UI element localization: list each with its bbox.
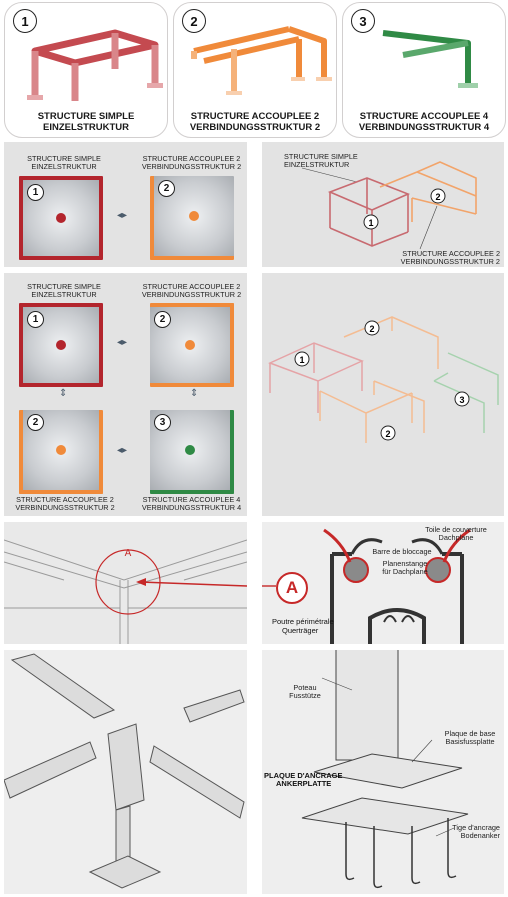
planenstange-sub-label: für Dachplane <box>382 567 428 576</box>
number-badge: 3 <box>154 414 171 431</box>
plan-left-title: STRUCTURE SIMPLE <box>27 154 101 163</box>
toile-label: Toile de couverture <box>425 525 487 534</box>
iso-frames-drawing: 1 2 <box>301 161 477 250</box>
center-dot <box>185 445 195 455</box>
structure-simple-drawing <box>27 29 163 101</box>
iso2-num-3: 3 <box>459 395 464 405</box>
iso-panel-four-structures: 1 2 2 3 <box>262 273 504 516</box>
tige-label: Tige d'ancrage <box>452 823 500 832</box>
callout-letter: A <box>125 548 132 559</box>
iso-four-frames-drawing: 1 2 2 3 <box>268 316 499 443</box>
callout-a-badge: A <box>276 572 308 604</box>
card-structure-accouplee-4: 3 STRUCTURE ACCOUPLEE 4 VERBINDUNGSSTRUK… <box>342 2 506 138</box>
card-subtitle: VERBINDUNGSSTRUKTUR 4 <box>358 122 490 133</box>
plan-br-subtitle: VERBINDUNGSSTRUKTUR 4 <box>141 503 242 512</box>
plan-square-red: 1 <box>19 176 103 260</box>
iso2-num-2b: 2 <box>385 429 390 439</box>
plan-tl-title: STRUCTURE SIMPLE <box>27 282 101 291</box>
exploded-joint-panel <box>4 650 247 894</box>
number-badge: 3 <box>351 9 375 33</box>
plan-square-orange-top: 2 <box>150 303 234 387</box>
card-caption: STRUCTURE ACCOUPLEE 2 VERBINDUNGSSTRUKTU… <box>174 111 336 133</box>
barre-label: Barre de bloccage <box>372 547 432 556</box>
plan-left-subtitle: EINZELSTRUKTUR <box>31 162 97 171</box>
plan-square-red: 1 <box>19 303 103 387</box>
plaque-ancrage-label: PLAQUE D'ANCRAGE <box>264 771 343 780</box>
quertrager-label: Querträger <box>282 626 319 635</box>
number-badge: 2 <box>182 9 206 33</box>
plan-square-orange-bottom: 2 <box>19 410 103 494</box>
plan-br-title: STRUCTURE ACCOUPLEE 4 <box>142 495 241 504</box>
poutre-label: Poutre périmétrale <box>272 617 334 626</box>
double-arrow-icon: ◂▸ <box>117 210 128 221</box>
plan-panel-simple-vs-accouplee: STRUCTURE SIMPLE EINZELSTRUKTUR STRUCTUR… <box>4 142 247 267</box>
plan-bl-title: STRUCTURE ACCOUPLEE 2 <box>16 495 114 504</box>
number-badge: 2 <box>27 414 44 431</box>
roof-junction-panel: A <box>4 522 247 644</box>
card-title: STRUCTURE ACCOUPLEE 2 <box>190 111 320 122</box>
base-plate-drawing <box>301 650 469 889</box>
plan-square-orange: 2 <box>150 176 234 260</box>
profile-detail-drawing <box>262 528 471 644</box>
iso-panel-simple-vs-accouplee: STRUCTURE SIMPLE EINZELSTRUKTUR 1 2 STRU… <box>262 142 504 267</box>
number-badge: 1 <box>27 311 44 328</box>
number-badge: 1 <box>13 9 37 33</box>
plan-tr-title: STRUCTURE ACCOUPLEE 2 <box>142 282 241 291</box>
structure-accouplee-4-drawing <box>382 30 478 88</box>
double-arrow-icon: ◂▸ <box>117 445 128 456</box>
planenstange-label: Planenstange <box>382 559 428 568</box>
card-structure-simple: 1 STRUCTURE SIMPLE EINZELSTRUKTUR <box>4 2 168 138</box>
profile-detail-panel: A Toile de couverture Dachplane Barre de… <box>262 522 504 644</box>
card-subtitle: EINZELSTRUKTUR <box>42 122 130 133</box>
vertical-arrow-icon: ⇕ <box>59 388 68 399</box>
vertical-arrow-icon: ⇕ <box>190 388 199 399</box>
plan-right-title: STRUCTURE ACCOUPLEE 2 <box>142 154 241 163</box>
bodenanker-label: Bodenanker <box>460 831 500 840</box>
plan-tr-subtitle: VERBINDUNGSSTRUKTUR 2 <box>141 290 242 299</box>
number-badge: 2 <box>158 180 175 197</box>
callout-a-letter: A <box>285 578 299 597</box>
structure-accouplee-2-drawing <box>191 26 332 95</box>
iso2-num-2a: 2 <box>369 324 374 334</box>
base-plate-panel: Poteau Fusstütze Plaque de base Basisfus… <box>262 650 504 894</box>
roof-junction-drawing: A <box>4 539 247 644</box>
center-dot <box>189 211 199 221</box>
double-arrow-icon: ◂▸ <box>117 337 128 348</box>
center-dot <box>56 213 66 223</box>
card-subtitle: VERBINDUNGSSTRUKTUR 2 <box>189 122 321 133</box>
card-title: STRUCTURE ACCOUPLEE 4 <box>359 111 489 122</box>
plan-tl-subtitle: EINZELSTRUKTUR <box>31 290 97 299</box>
iso-num-1: 1 <box>368 218 373 228</box>
card-caption: STRUCTURE SIMPLE EINZELSTRUKTUR <box>5 111 167 133</box>
basisfussplatte-label: Basisfussplatte <box>445 737 495 746</box>
iso-num-2: 2 <box>435 192 440 202</box>
exploded-joint-drawing <box>4 653 245 889</box>
ankerplatte-label: ANKERPLATTE <box>276 779 332 788</box>
fussstutze-label: Fusstütze <box>289 691 321 700</box>
plan-right-subtitle: VERBINDUNGSSTRUKTUR 2 <box>141 162 242 171</box>
number-badge: 2 <box>154 311 171 328</box>
iso-top-sublabel: EINZELSTRUKTUR <box>284 160 350 169</box>
plan-panel-four-structures: STRUCTURE SIMPLE EINZELSTRUKTUR STRUCTUR… <box>4 273 247 516</box>
number-badge: 1 <box>27 184 44 201</box>
card-caption: STRUCTURE ACCOUPLEE 4 VERBINDUNGSSTRUKTU… <box>343 111 505 133</box>
card-structure-accouplee-2: 2 STRUCTURE ACCOUPLEE 2 VERBINDUNGSSTRUK… <box>173 2 337 138</box>
center-dot <box>56 445 66 455</box>
iso-top-label: STRUCTURE SIMPLE <box>284 152 358 161</box>
center-dot <box>56 340 66 350</box>
iso2-num-1: 1 <box>299 355 304 365</box>
card-title: STRUCTURE SIMPLE <box>37 111 135 122</box>
poteau-label: Poteau <box>293 683 317 692</box>
iso-bottom-sublabel: VERBINDUNGSSTRUKTUR 2 <box>400 257 500 266</box>
center-dot <box>185 340 195 350</box>
plaque-base-label: Plaque de base <box>444 729 496 738</box>
plan-bl-subtitle: VERBINDUNGSSTRUKTUR 2 <box>15 503 115 512</box>
dachplane-label: Dachplane <box>438 533 474 542</box>
iso-bottom-label: STRUCTURE ACCOUPLEE 2 <box>402 249 500 258</box>
plan-square-green: 3 <box>150 410 234 494</box>
